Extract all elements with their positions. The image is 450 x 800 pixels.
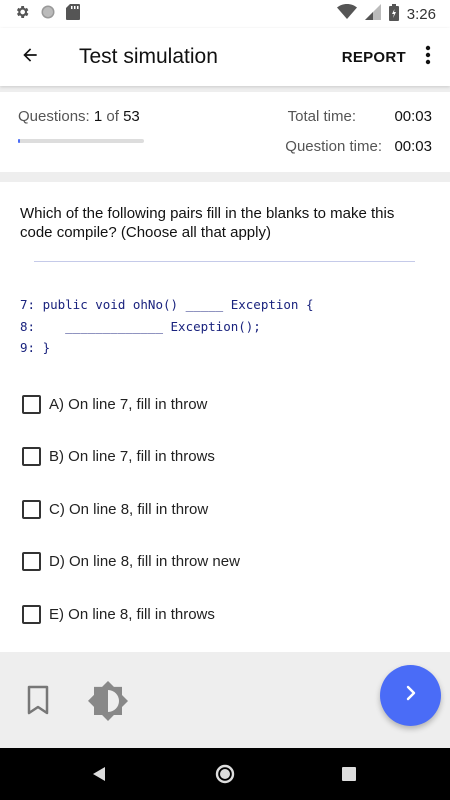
brightness-icon bbox=[86, 681, 130, 727]
option-label: C) On line 8, fill in throw bbox=[49, 500, 209, 518]
app-bar: Test simulation REPORT bbox=[0, 28, 450, 86]
next-question-button[interactable] bbox=[380, 665, 441, 726]
settings-icon bbox=[14, 4, 30, 24]
back-arrow-icon bbox=[20, 45, 40, 70]
checkbox[interactable] bbox=[22, 499, 41, 519]
circle-icon bbox=[40, 4, 56, 24]
option-label: E) On line 8, fill in throws bbox=[49, 605, 215, 623]
option-e[interactable]: E) On line 8, fill in throws bbox=[22, 602, 215, 626]
checkbox[interactable] bbox=[22, 394, 41, 414]
total-time-row: Total time: 00:03 bbox=[288, 108, 432, 125]
status-time: 3:26 bbox=[406, 5, 436, 23]
checkbox[interactable] bbox=[22, 551, 41, 571]
option-label: A) On line 7, fill in throw bbox=[49, 395, 208, 413]
code-line: 9: } bbox=[20, 340, 51, 355]
total-time-label: Total time: bbox=[287, 108, 356, 125]
question-time-row: Question time: 00:03 bbox=[285, 138, 432, 155]
code-block: 7: public void ohNo() _____ Exception { 8… bbox=[20, 294, 314, 359]
bookmark-button[interactable] bbox=[26, 685, 50, 720]
option-d[interactable]: D) On line 8, fill in throw new bbox=[22, 549, 240, 573]
more-vert-icon bbox=[425, 45, 431, 70]
report-button[interactable]: REPORT bbox=[341, 48, 406, 66]
option-a[interactable]: A) On line 7, fill in throw bbox=[22, 392, 207, 416]
divider bbox=[34, 261, 415, 262]
stats-card: Questions: 1 of 53 Total time: 00:03 Que… bbox=[0, 92, 450, 172]
questions-label: Questions: bbox=[18, 108, 90, 125]
current-question: 1 bbox=[93, 108, 103, 125]
question-card: Which of the following pairs fill in the… bbox=[0, 182, 450, 652]
checkbox[interactable] bbox=[22, 446, 41, 466]
wifi-icon bbox=[336, 4, 357, 24]
total-questions: 53 bbox=[123, 108, 140, 125]
code-line: 8: _____________ Exception(); bbox=[20, 318, 261, 334]
option-label: B) On line 7, fill in throws bbox=[49, 447, 215, 465]
status-bar: 3:26 bbox=[0, 0, 450, 28]
question-time-label: Question time: bbox=[285, 138, 382, 155]
option-b[interactable]: B) On line 7, fill in throws bbox=[22, 444, 215, 468]
of-label: of bbox=[106, 108, 119, 125]
checkbox[interactable] bbox=[22, 604, 41, 624]
progress-bar bbox=[18, 139, 144, 143]
nav-home-icon[interactable] bbox=[215, 764, 235, 789]
bookmark-icon bbox=[26, 685, 50, 719]
option-c[interactable]: C) On line 8, fill in throw bbox=[22, 497, 208, 521]
option-label: D) On line 8, fill in throw new bbox=[49, 552, 240, 570]
question-counter: Questions: 1 of 53 bbox=[18, 108, 140, 125]
more-options-button[interactable] bbox=[406, 28, 450, 86]
signal-icon bbox=[364, 4, 381, 24]
total-time-value: 00:03 bbox=[394, 108, 432, 125]
question-text: Which of the following pairs fill in the… bbox=[20, 205, 395, 241]
page-title: Test simulation bbox=[79, 45, 218, 68]
battery-icon bbox=[388, 3, 399, 25]
bottom-toolbar bbox=[0, 655, 450, 748]
progress-fill bbox=[18, 139, 21, 143]
brightness-button[interactable] bbox=[86, 679, 130, 728]
nav-recent-icon[interactable] bbox=[342, 767, 356, 786]
nav-back-icon[interactable] bbox=[92, 766, 106, 787]
system-nav-bar bbox=[0, 748, 450, 800]
code-line: 7: public void ohNo() _____ Exception { bbox=[20, 297, 314, 312]
back-button[interactable] bbox=[0, 28, 60, 86]
chevron-right-icon bbox=[403, 685, 419, 706]
question-time-value: 00:03 bbox=[394, 138, 432, 155]
sd-card-icon bbox=[66, 4, 80, 24]
